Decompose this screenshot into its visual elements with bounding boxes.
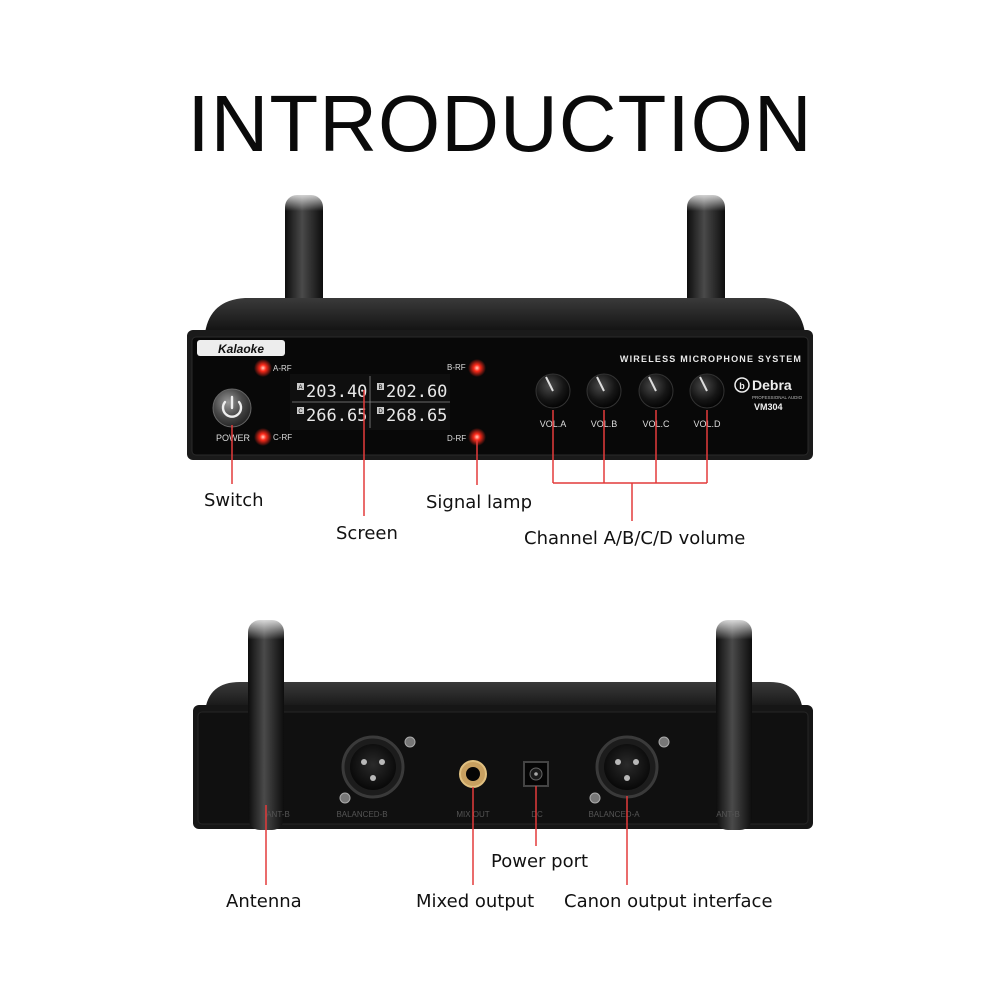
volume-knob-c[interactable] — [638, 373, 674, 409]
xlr-connector-a[interactable] — [589, 735, 670, 804]
xlr-connector-b[interactable] — [339, 735, 416, 804]
balanced-a-label: BALANCED-A — [588, 810, 640, 819]
volume-knob-d[interactable] — [689, 373, 725, 409]
svg-text:D: D — [378, 409, 383, 415]
led-c-rf — [254, 428, 272, 446]
svg-text:A: A — [298, 385, 302, 391]
rear-receiver: ANT-B BALANCED-B MIX OUT DC BALANCED-A A… — [193, 615, 813, 830]
callout-screen: Screen — [336, 523, 398, 544]
debra-logo: b Debra PROFESSIONAL AUDIO — [734, 377, 803, 400]
page-title: INTRODUCTION — [187, 79, 813, 168]
svg-text:B: B — [378, 385, 382, 391]
volume-knob-b[interactable] — [586, 373, 622, 409]
callout-mixed-output: Mixed output — [416, 891, 535, 912]
callout-antenna: Antenna — [226, 891, 302, 912]
callout-signal-lamp: Signal lamp — [426, 492, 533, 513]
balanced-b-label: BALANCED-B — [336, 810, 387, 819]
front-leader-lines — [231, 390, 708, 521]
svg-text:C: C — [298, 409, 303, 415]
volume-knob-a[interactable] — [535, 373, 571, 409]
led-b-rf — [468, 359, 486, 377]
led-d-rf — [468, 428, 486, 446]
callout-power-port: Power port — [491, 851, 589, 872]
callout-volume: Channel A/B/C/D volume — [524, 528, 746, 549]
callout-switch: Switch — [204, 490, 264, 511]
kalaoke-logo: Kalaoke — [197, 340, 285, 356]
rear-leader-lines — [265, 786, 628, 885]
b-rf-label: B-RF — [447, 363, 466, 372]
power-icon — [221, 395, 243, 418]
svg-text:Debra: Debra — [752, 377, 792, 393]
d-rf-label: D-RF — [447, 434, 466, 443]
freq-b: 202.60 — [386, 382, 447, 402]
svg-text:Kalaoke: Kalaoke — [218, 342, 264, 356]
power-button[interactable] — [212, 388, 252, 428]
c-rf-label: C-RF — [273, 433, 292, 442]
dc-label: DC — [531, 810, 543, 819]
front-receiver: Kalaoke POWER A-RF C-RF B-RF D-RF A 203.… — [187, 190, 813, 460]
led-a-rf — [254, 359, 272, 377]
system-name: WIRELESS MICROPHONE SYSTEM — [620, 354, 802, 364]
power-label: POWER — [216, 433, 251, 443]
freq-a: 203.40 — [306, 382, 367, 402]
mix-out-jack[interactable] — [459, 760, 487, 788]
freq-c: 266.65 — [306, 406, 367, 426]
ant-right-label: ANT-B — [716, 810, 740, 819]
dc-power-socket[interactable] — [523, 761, 549, 787]
svg-text:PROFESSIONAL AUDIO: PROFESSIONAL AUDIO — [752, 395, 803, 400]
a-rf-label: A-RF — [273, 364, 292, 373]
svg-text:b: b — [739, 381, 745, 391]
ant-left-label: ANT-B — [266, 810, 290, 819]
callout-canon-output: Canon output interface — [564, 891, 773, 912]
model-label: VM304 — [754, 402, 783, 412]
freq-d: 268.65 — [386, 406, 447, 426]
frequency-screen: A 203.40 B 202.60 C 266.65 D 268.65 — [292, 376, 450, 428]
